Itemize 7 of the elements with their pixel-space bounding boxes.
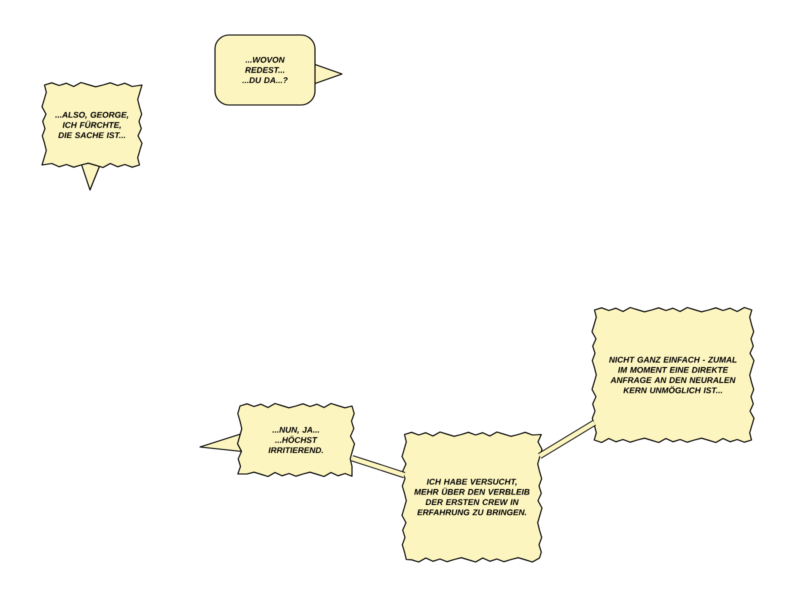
speech-bubble: ...WOVON REDEST... ...DU DA...? — [214, 34, 343, 106]
speech-bubble: NICHT GANZ EINFACH - ZUMAL IM MOMENT EINE DIREKTE ANFRAGE AN DEN NEURALEN KERN UNMÖGLICH IST... — [591, 306, 755, 444]
bubble-connector — [538, 420, 596, 459]
bubble-connector — [351, 455, 406, 478]
speech-bubble: ICH HABE VERSUCHT, MEHR ÜBER DEN VERBLEIB DER ERSTEN CREW IN ERFAHRUNG ZU BRINGEN. — [401, 431, 543, 563]
speech-bubble: ...ALSO, GEORGE, ICH FÜRCHTE, DIE SACHE IST... — [41, 82, 143, 191]
speech-bubble: ...NUN, JA... ...HÖCHST IRRITIEREND. — [199, 402, 356, 478]
